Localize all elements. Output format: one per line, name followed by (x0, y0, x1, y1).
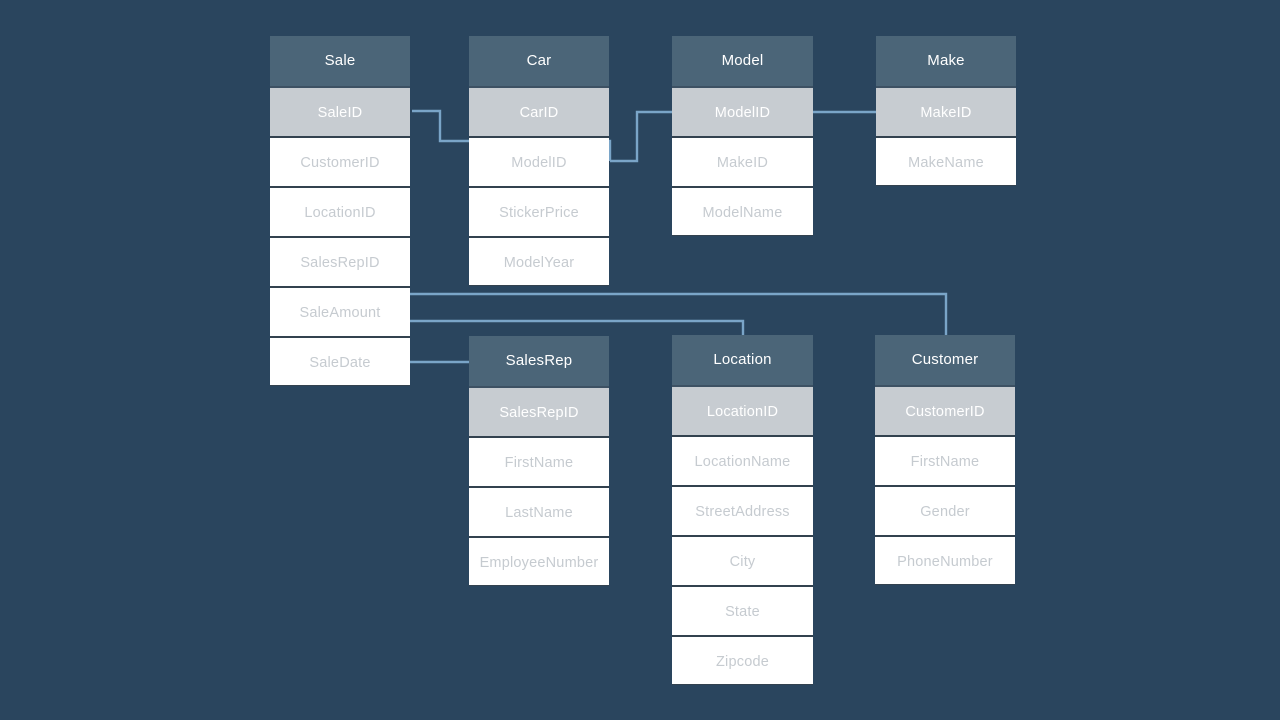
field-sale-saledate[interactable]: SaleDate (270, 336, 410, 386)
entity-title-model: Model (672, 36, 813, 86)
field-location-streetaddress[interactable]: StreetAddress (672, 485, 813, 535)
field-customer-phonenumber[interactable]: PhoneNumber (875, 535, 1015, 585)
entity-title-car: Car (469, 36, 609, 86)
field-make-makename[interactable]: MakeName (876, 136, 1016, 186)
field-location-zipcode[interactable]: Zipcode (672, 635, 813, 685)
entity-title-make: Make (876, 36, 1016, 86)
field-customer-customerid[interactable]: CustomerID (875, 385, 1015, 435)
entity-title-sale: Sale (270, 36, 410, 86)
field-location-locationid[interactable]: LocationID (672, 385, 813, 435)
field-sale-saleamount[interactable]: SaleAmount (270, 286, 410, 336)
rel-sale-location (410, 319, 745, 335)
rel-sale-customer (410, 292, 948, 335)
field-location-city[interactable]: City (672, 535, 813, 585)
field-sale-locationid[interactable]: LocationID (270, 186, 410, 236)
field-model-modelname[interactable]: ModelName (672, 186, 813, 236)
entity-title-customer: Customer (875, 335, 1015, 385)
field-sale-customerid[interactable]: CustomerID (270, 136, 410, 186)
field-model-modelid[interactable]: ModelID (672, 86, 813, 136)
field-customer-gender[interactable]: Gender (875, 485, 1015, 535)
field-sale-salesrepid[interactable]: SalesRepID (270, 236, 410, 286)
entity-title-location: Location (672, 335, 813, 385)
field-customer-firstname[interactable]: FirstName (875, 435, 1015, 485)
field-car-carid[interactable]: CarID (469, 86, 609, 136)
field-salesrep-firstname[interactable]: FirstName (469, 436, 609, 486)
field-salesrep-salesrepid[interactable]: SalesRepID (469, 386, 609, 436)
rel-car-model (610, 110, 672, 163)
field-model-makeid[interactable]: MakeID (672, 136, 813, 186)
entity-title-salesrep: SalesRep (469, 336, 609, 386)
field-car-stickerprice[interactable]: StickerPrice (469, 186, 609, 236)
field-salesrep-lastname[interactable]: LastName (469, 486, 609, 536)
field-salesrep-employeenumber[interactable]: EmployeeNumber (469, 536, 609, 586)
field-make-makeid[interactable]: MakeID (876, 86, 1016, 136)
field-location-locationname[interactable]: LocationName (672, 435, 813, 485)
field-sale-saleid[interactable]: SaleID (270, 86, 410, 136)
field-car-modelyear[interactable]: ModelYear (469, 236, 609, 286)
field-location-state[interactable]: State (672, 585, 813, 635)
field-car-modelid[interactable]: ModelID (469, 136, 609, 186)
